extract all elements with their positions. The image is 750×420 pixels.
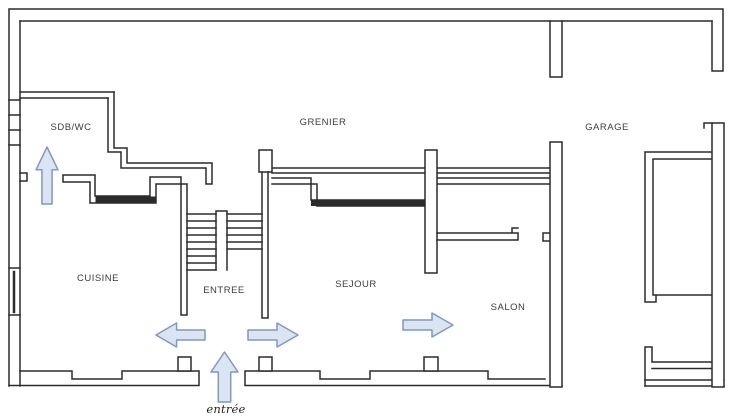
stairs-right-flight bbox=[226, 213, 263, 250]
wall-right-notch bbox=[542, 232, 551, 242]
wall-outer-shell bbox=[8, 8, 724, 387]
wall-cuisine-entree bbox=[62, 174, 188, 316]
pillar-bottom-3 bbox=[423, 356, 439, 372]
wall-mid-band bbox=[271, 167, 551, 174]
wall-sejour-salon-divider bbox=[424, 149, 438, 274]
pillar-bottom-1 bbox=[177, 356, 192, 372]
room-label-entree: ENTREE bbox=[203, 285, 245, 296]
left-wall-notch bbox=[19, 172, 28, 182]
arrow-left-cuisine-icon bbox=[155, 322, 206, 348]
wall-sejour-step-thick bbox=[311, 200, 425, 206]
entrance-text-label: entrée bbox=[206, 402, 245, 416]
wall-sdbwc-grenier bbox=[107, 91, 213, 185]
arrow-right-salon-icon bbox=[402, 312, 454, 338]
stairs-left-flight bbox=[186, 213, 217, 271]
arrow-right-sejour-icon bbox=[247, 322, 299, 348]
wall-bottom-left bbox=[8, 370, 200, 387]
wall-entree-right bbox=[261, 171, 269, 319]
walls bbox=[8, 8, 725, 388]
room-label-sdbwc: SDB/WC bbox=[51, 122, 92, 133]
wall-garage-right bbox=[711, 122, 725, 388]
wall-right-main bbox=[549, 141, 563, 388]
wall-sejour-step bbox=[271, 177, 426, 207]
pillar-bottom-2 bbox=[258, 356, 273, 372]
pillar-entree bbox=[258, 149, 273, 173]
wall-salon-inner bbox=[436, 227, 519, 241]
room-label-cuisine: CUISINE bbox=[77, 273, 119, 284]
room-label-garage: GARAGE bbox=[585, 122, 629, 133]
arrow-up-entrance-icon bbox=[210, 351, 239, 403]
garage-inner-structure bbox=[644, 151, 713, 303]
garage-bottom-wall bbox=[644, 379, 725, 387]
flow-arrows bbox=[35, 146, 454, 403]
wall-right-top-stub bbox=[549, 20, 563, 78]
room-label-sejour: SEJOUR bbox=[335, 279, 377, 290]
arrow-up-sdbwc-icon bbox=[35, 146, 59, 205]
wall-sdbwc-top bbox=[19, 91, 115, 99]
wall-bottom-right bbox=[244, 370, 563, 387]
wall-garage-right-hook bbox=[703, 122, 713, 129]
left-wall-window-ticks bbox=[8, 99, 21, 316]
room-label-grenier: GRENIER bbox=[300, 117, 347, 128]
stairs-divider bbox=[215, 210, 228, 271]
garage-lower-wall bbox=[644, 346, 713, 387]
wall-cuisine-top-thick bbox=[95, 196, 156, 203]
room-labels: SDB/WC GRENIER GARAGE CUISINE ENTREE SEJ… bbox=[51, 117, 629, 416]
room-label-salon: SALON bbox=[491, 302, 526, 313]
wall-salon-top bbox=[436, 177, 551, 185]
